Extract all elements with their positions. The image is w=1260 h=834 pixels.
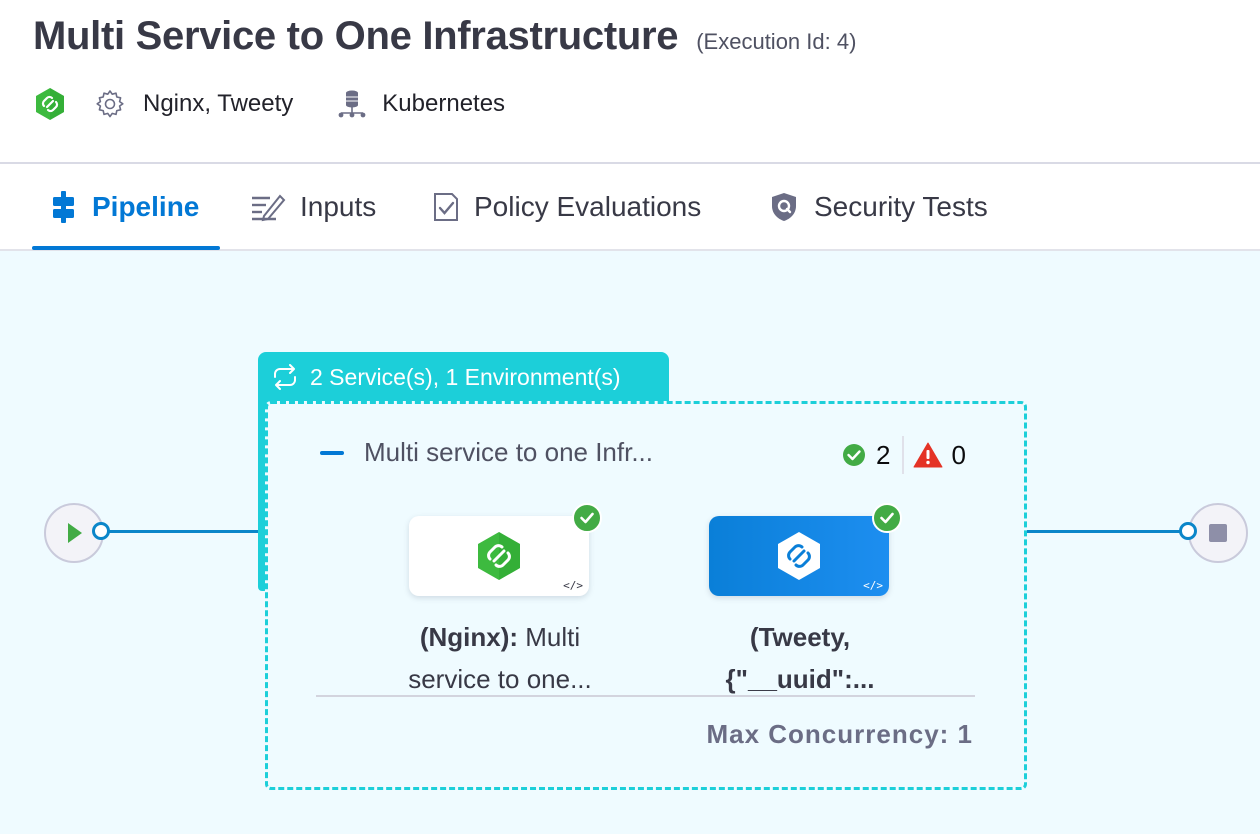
meta-row: Nginx, Tweety Kubernetes — [34, 86, 505, 122]
tab-security-tests-label: Security Tests — [814, 191, 988, 222]
node-label-bold: (Tweety, — [749, 622, 851, 652]
code-icon[interactable]: </> — [863, 579, 883, 592]
end-connector — [1027, 530, 1189, 533]
tab-policy-evaluations-label: Policy Evaluations — [474, 191, 702, 222]
execution-header: Multi Service to One Infrastructure (Exe… — [0, 0, 1260, 163]
node-label-rest: Multi — [518, 622, 581, 652]
matrix-header[interactable]: 2 Service(s), 1 Environment(s) — [258, 352, 669, 402]
max-concurrency: Max Concurrency: 1 — [706, 719, 973, 749]
stage-node-tweety[interactable]: </> — [709, 516, 889, 596]
success-count: 2 — [876, 439, 891, 470]
code-icon[interactable]: </> — [563, 579, 583, 592]
node-label-line2: service to one... — [408, 664, 592, 694]
tab-bar: Pipeline Inputs Policy Evaluations Secur… — [0, 164, 1260, 251]
start-port — [92, 522, 110, 540]
stage-name: Multi service to one Infr... — [364, 437, 654, 467]
execution-id: (Execution Id: 4) — [696, 29, 857, 54]
tab-pipeline-label: Pipeline — [92, 191, 200, 222]
tab-inputs[interactable]: Inputs — [250, 164, 376, 250]
check-icon — [580, 512, 594, 524]
tab-policy-evaluations[interactable]: Policy Evaluations — [432, 164, 701, 250]
matrix-label: 2 Service(s), 1 Environment(s) — [310, 363, 621, 390]
success-badge — [572, 503, 602, 533]
policy-icon — [434, 193, 458, 221]
stop-icon — [1209, 524, 1227, 542]
count-separator — [902, 436, 905, 474]
pipeline-canvas[interactable]: 2 Service(s), 1 Environment(s) Multi ser… — [0, 251, 1260, 834]
success-badge — [872, 503, 902, 533]
start-connector — [101, 530, 261, 533]
stage-node-nginx[interactable]: </> — [409, 516, 589, 596]
active-tab-underline — [32, 246, 220, 250]
page-title: Multi Service to One Infrastructure — [33, 14, 679, 58]
matrix-side-bar — [258, 391, 268, 591]
title-row: Multi Service to One Infrastructure (Exe… — [33, 14, 856, 59]
warning-count: 0 — [951, 439, 966, 470]
matrix-divider — [316, 695, 975, 697]
stage-node-tweety-label: (Tweety, {"__uuid":... — [670, 616, 930, 700]
status-counts: 2 0 — [842, 436, 966, 474]
cd-module-icon — [36, 88, 64, 120]
infrastructure-icon — [338, 90, 366, 118]
pipeline-start-node[interactable] — [44, 503, 104, 563]
check-icon — [880, 512, 894, 524]
loop-icon — [274, 364, 296, 390]
node-label-line2: {"__uuid":... — [725, 664, 875, 694]
warning-icon — [913, 442, 943, 468]
matrix-group — [265, 401, 1027, 790]
pipeline-icon — [53, 191, 74, 223]
cd-stage-icon — [478, 532, 520, 580]
end-port — [1179, 522, 1197, 540]
gear-icon — [96, 90, 124, 118]
tab-pipeline[interactable]: Pipeline — [50, 164, 199, 250]
play-icon — [68, 523, 82, 543]
services-list: Nginx, Tweety — [143, 90, 294, 117]
header-divider — [0, 162, 1260, 164]
shield-icon — [772, 193, 796, 221]
tab-security-tests[interactable]: Security Tests — [768, 164, 988, 250]
node-label-bold: (Nginx): — [419, 622, 519, 652]
infrastructure-name: Kubernetes — [382, 90, 506, 117]
tab-inputs-label: Inputs — [300, 191, 377, 222]
inputs-icon — [252, 194, 286, 222]
collapse-button[interactable] — [320, 451, 344, 455]
cd-stage-icon — [778, 532, 820, 580]
pipeline-end-node[interactable] — [1188, 503, 1248, 563]
success-icon — [843, 444, 865, 466]
stage-node-nginx-label: (Nginx): Multi service to one... — [370, 616, 630, 700]
